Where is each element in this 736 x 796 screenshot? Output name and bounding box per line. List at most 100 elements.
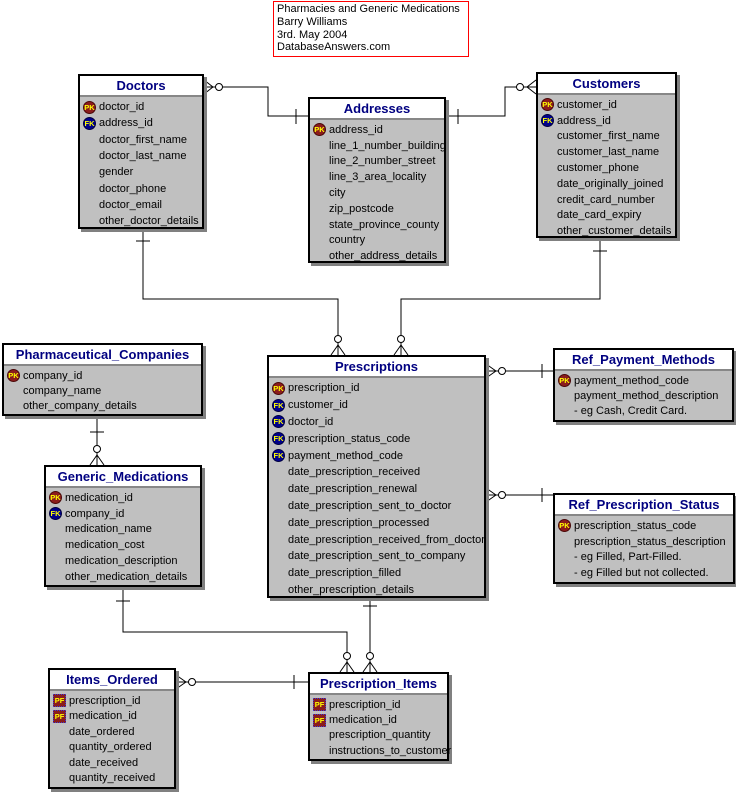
entity-title: Prescription_Items (310, 674, 447, 695)
field-row: doctor_email (83, 197, 202, 213)
field-name: payment_method_description (574, 390, 719, 403)
field-row: date_ordered (53, 724, 174, 740)
entity-title: Items_Ordered (50, 670, 174, 691)
field-row: date_prescription_filled (272, 565, 484, 582)
fk-icon: FK (49, 507, 62, 521)
field-row: company_name (7, 383, 201, 398)
field-name: quantity_ordered (69, 741, 152, 754)
field-name: prescription_status_description (574, 535, 726, 548)
field-row: doctor_first_name (83, 132, 202, 148)
field-name: prescription_status_code (574, 519, 697, 532)
field-name: prescription_id (69, 694, 141, 707)
field-name: date_prescription_sent_to_doctor (288, 499, 452, 512)
field-row: prescription_quantity (313, 728, 447, 743)
field-name: doctor_id (288, 415, 334, 428)
field-row: other_prescription_details (272, 582, 484, 599)
pk-icon: PK (7, 369, 20, 383)
field-row: other_company_details (7, 399, 201, 414)
field-row: line_3_area_locality (313, 169, 444, 185)
field-name: date_prescription_sent_to_company (288, 550, 466, 563)
field-row: customer_last_name (541, 144, 675, 160)
entity-title: Customers (538, 74, 675, 95)
pk-icon: PK (272, 381, 285, 395)
pk-icon: PK (558, 519, 571, 533)
field-row: credit_card_number (541, 192, 675, 208)
field-row: prescription_status_description (558, 534, 733, 550)
field-name: date_prescription_processed (288, 516, 430, 529)
field-row: - eg Filled, Part-Filled. (558, 550, 733, 566)
field-name: other_customer_details (557, 225, 672, 238)
field-name: customer_id (288, 399, 348, 412)
field-name: medication_id (69, 710, 137, 723)
field-name: address_id (557, 114, 611, 127)
field-row: line_1_number_building (313, 138, 446, 154)
field-name: state_province_county (329, 218, 440, 231)
field-row: line_2_number_street (313, 154, 444, 170)
field-row: other_medication_details (49, 569, 200, 585)
field-name: date_received (69, 756, 139, 769)
field-name: other_doctor_details (99, 215, 199, 228)
field-row: date_prescription_renewal (272, 481, 484, 498)
field-row: country (313, 233, 444, 249)
field-name: other_medication_details (65, 570, 188, 583)
field-name: - eg Cash, Credit Card. (574, 405, 688, 418)
pk-icon: PK (49, 491, 62, 505)
diagram-title-note: Pharmacies and Generic Medications Barry… (273, 1, 469, 57)
field-row: state_province_county (313, 217, 444, 233)
field-name: prescription_id (329, 698, 401, 711)
fk-icon: FK (272, 432, 285, 446)
pk-icon: PK (558, 374, 571, 388)
field-name: - eg Filled but not collected. (574, 567, 709, 580)
field-row: - eg Cash, Credit Card. (558, 404, 732, 419)
rel-pharmaceutical-companies-generic-medications (89, 416, 105, 466)
field-name: customer_first_name (557, 130, 660, 143)
rel-prescriptions-ref-prescription-status (485, 487, 553, 503)
field-row: doctor_phone (83, 180, 202, 196)
pf-icon: PF (53, 709, 66, 723)
entity-title: Doctors (80, 76, 202, 97)
entity-title: Generic_Medications (46, 467, 200, 488)
field-name: date_prescription_received_from_doctor (288, 533, 485, 546)
field-name: medication_description (65, 555, 178, 568)
field-row: date_card_expiry (541, 208, 675, 224)
rel-prescriptions-ref-payment-methods (485, 363, 553, 379)
field-row: date_prescription_sent_to_company (272, 548, 484, 565)
pk-icon: PK (541, 98, 554, 112)
pk-icon: PK (83, 100, 96, 114)
field-name: credit_card_number (557, 193, 655, 206)
rel-addresses-customers (446, 79, 537, 124)
field-row: quantity_received (53, 771, 174, 787)
field-row: gender (83, 164, 202, 180)
fk-icon: FK (272, 449, 285, 463)
field-name: customer_phone (557, 162, 639, 175)
field-name: city (329, 187, 346, 200)
note-line-site: DatabaseAnswers.com (277, 41, 391, 54)
field-name: address_id (99, 117, 153, 130)
field-name: company_id (23, 369, 83, 382)
field-row: medication_name (49, 522, 200, 538)
